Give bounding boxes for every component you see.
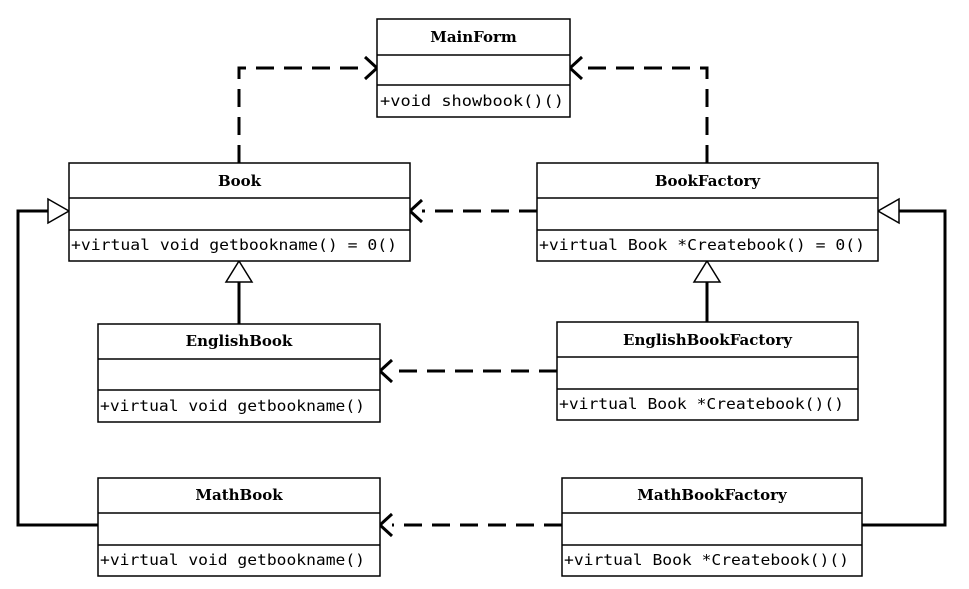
method-bookfactory-createbook: +virtual Book *Createbook() = 0() [539, 236, 865, 254]
generalization-mathbookfactory-to-bookfactory [862, 209, 947, 527]
generalization-arrowhead-book-bottom [224, 259, 254, 283]
generalization-mathbook-to-book [16, 209, 98, 527]
class-bookfactory: BookFactory +virtual Book *Createbook() … [536, 162, 879, 262]
connectors [16, 55, 947, 538]
class-name-bookfactory: BookFactory [655, 172, 762, 190]
method-mathbook-getbookname: +virtual void getbookname() [100, 551, 365, 569]
method-mathbookfactory-createbook: +virtual Book *Createbook()() [564, 551, 849, 569]
dependency-bookfactory-to-mainform [582, 66, 709, 163]
class-name-mainform: MainForm [430, 28, 517, 46]
method-englishbookfactory-createbook: +virtual Book *Createbook()() [559, 395, 844, 413]
dependency-book-to-mainform [237, 66, 365, 163]
class-name-mathbook: MathBook [195, 486, 283, 504]
dependency-arrowhead-mainform-right [567, 55, 584, 81]
class-name-englishbook: EnglishBook [186, 332, 293, 350]
dependency-arrowhead-book [407, 198, 424, 224]
generalization-arrowhead-bookfactory-bottom [692, 259, 722, 283]
class-book: Book +virtual void getbookname() = 0() [68, 162, 411, 262]
generalization-arrowhead-bookfactory-right [876, 197, 900, 225]
class-mathbook: MathBook +virtual void getbookname() [97, 477, 381, 577]
class-name-book: Book [218, 172, 262, 190]
generalization-arrowhead-book-left [47, 197, 71, 225]
dependency-arrowhead-mainform-left [363, 55, 380, 81]
class-name-mathbookfactory: MathBookFactory [637, 486, 788, 504]
method-book-getbookname: +virtual void getbookname() = 0() [71, 236, 397, 254]
class-englishbookfactory: EnglishBookFactory +virtual Book *Create… [556, 321, 859, 421]
method-englishbook-getbookname: +virtual void getbookname() [100, 397, 365, 415]
class-mathbookfactory: MathBookFactory +virtual Book *Createboo… [561, 477, 863, 577]
class-name-englishbookfactory: EnglishBookFactory [623, 331, 793, 349]
class-englishbook: EnglishBook +virtual void getbookname() [97, 323, 381, 423]
dependency-arrowhead-englishbook [377, 358, 394, 384]
dependency-arrowhead-mathbook [377, 512, 394, 538]
method-mainform-showbook: +void showbook()() [380, 92, 564, 110]
class-mainform: MainForm +void showbook()() [376, 18, 571, 118]
